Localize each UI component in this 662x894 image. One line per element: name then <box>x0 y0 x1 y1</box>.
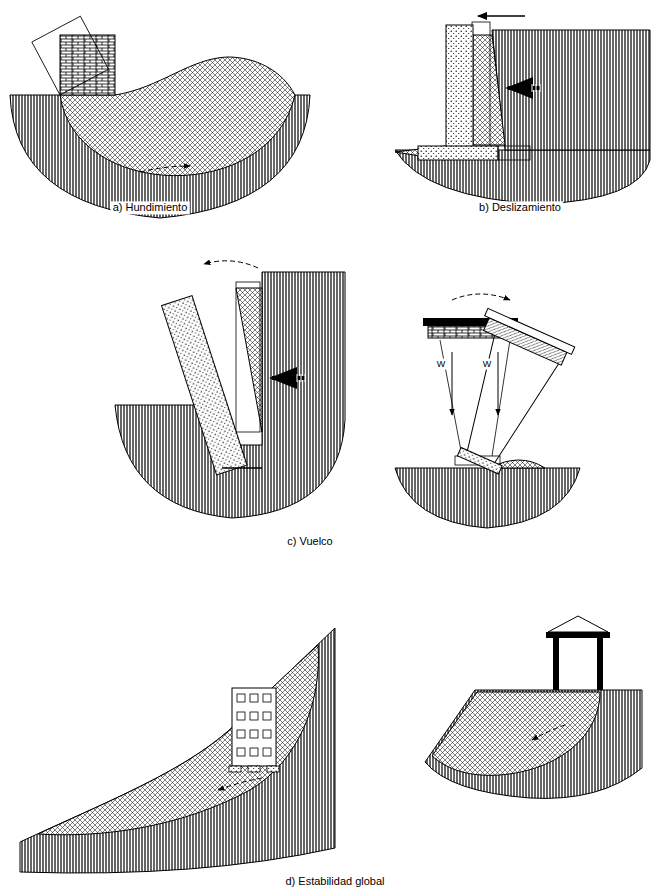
panel-caption: b) Deslizamiento <box>477 201 563 214</box>
overturning-column-figure <box>395 294 580 528</box>
bearing-failure-figure <box>10 16 310 218</box>
force-label: W <box>481 359 494 370</box>
slope-building-figure <box>20 628 335 873</box>
force-label: W <box>435 359 448 370</box>
overturning-wall-figure <box>115 261 345 518</box>
panel-caption: a) Hundimiento <box>111 201 190 214</box>
slope-house-figure <box>425 616 642 798</box>
sliding-failure-figure <box>395 16 650 204</box>
panel-caption: c) Vuelco <box>285 535 334 548</box>
panel-caption: d) Estabilidad global <box>283 875 386 888</box>
